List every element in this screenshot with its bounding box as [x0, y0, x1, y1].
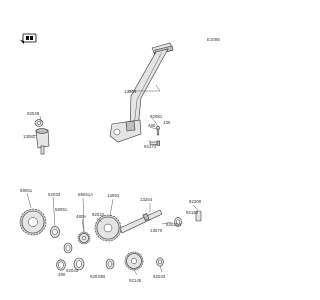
callout-13264-lower: 13264	[140, 197, 153, 202]
kick-gear-large	[19, 208, 47, 236]
oil-seal	[34, 119, 44, 127]
callout-130: 130	[163, 120, 171, 125]
callout-92081: 92081	[150, 114, 163, 119]
lever-bolt	[149, 140, 160, 146]
spring-washer	[156, 257, 164, 267]
kick-shaft	[119, 209, 163, 234]
callout-92022: 92022	[92, 212, 105, 217]
bolt-end	[195, 210, 202, 222]
parts-diagram: E1008	[19, 33, 221, 283]
leader-lines	[26, 84, 199, 276]
callout-480-bottom: 480	[58, 272, 66, 277]
callout-480a: 480A	[76, 214, 86, 219]
callout-13264-upper: 13264	[124, 89, 137, 94]
callout-13070: 13070	[150, 228, 163, 233]
callout-59051-left: 59051	[20, 188, 33, 193]
callout-92033-right: 92033	[153, 274, 166, 279]
callout-labels: 13264 92049 13081 92081 130 480 92173 59…	[20, 89, 202, 283]
callout-92049: 92049	[27, 111, 40, 116]
idle-gear	[124, 251, 144, 271]
callout-13081: 13081	[23, 134, 36, 139]
kick-shaft-gear	[94, 214, 122, 242]
engine-direction-icon	[20, 33, 37, 44]
washer-3	[174, 217, 182, 227]
lever-pin	[156, 126, 160, 136]
callout-92150: 92150	[186, 210, 199, 215]
kick-pedal-lever	[109, 42, 174, 143]
callout-92033-left: 92033	[48, 192, 61, 197]
washer-2	[63, 242, 73, 254]
exploded-parts-view: E1008	[19, 33, 220, 283]
reference-code: E1008	[207, 37, 220, 42]
callout-92145: 92145	[129, 278, 142, 283]
callout-480: 480	[148, 123, 156, 128]
callout-92173: 92173	[144, 144, 157, 149]
collar	[105, 258, 115, 270]
snap-ring	[56, 259, 66, 271]
washer-1	[50, 226, 60, 238]
callout-59051a: 59051A	[78, 192, 93, 197]
callout-92033-bottom: 92033	[66, 268, 79, 273]
callout-59051-mid: 59051	[55, 207, 68, 212]
callout-92022a: 92022A	[166, 222, 181, 227]
ratchet-gear	[77, 231, 91, 245]
kick-shaft-boss	[35, 128, 50, 155]
callout-92033b: 92033B	[90, 274, 105, 279]
callout-13091: 13091	[107, 193, 120, 198]
callout-92200: 92200	[189, 199, 202, 204]
spacer-ring	[73, 257, 85, 271]
